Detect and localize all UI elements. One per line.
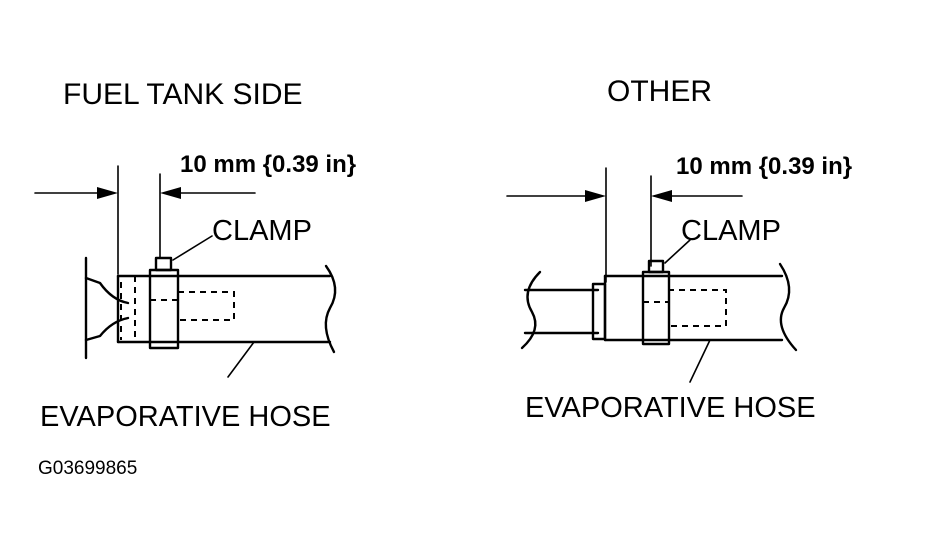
fuel-tank-side-title: FUEL TANK SIDE — [63, 78, 303, 111]
other-dimension: 10 mm {0.39 in} — [506, 153, 852, 283]
fuel-tank-side-dimension: 10 mm {0.39 in} — [34, 151, 356, 275]
hidden-pipe-inside-hose — [178, 291, 235, 321]
pipe-bead — [591, 282, 607, 341]
other-hose-label: EVAPORATIVE HOSE — [525, 392, 816, 424]
other-hose — [603, 262, 798, 352]
other-clamp-label: CLAMP — [681, 215, 781, 247]
clamp-band — [641, 270, 671, 346]
fitting-flare-top — [84, 276, 130, 305]
dimension-arrow-right — [651, 190, 672, 202]
fuel-tank-side-clamp: CLAMP — [148, 215, 312, 350]
hose-break-line — [778, 262, 798, 352]
dimension-arrow-left — [585, 190, 606, 202]
clamp-tab — [647, 259, 665, 274]
clamp-tab — [154, 256, 173, 272]
figure-code: G03699865 — [38, 458, 137, 479]
fuel-tank-side-hose — [116, 264, 337, 354]
fitting-flare-bottom — [84, 316, 130, 342]
hose-leader-line — [227, 341, 255, 378]
hose-break-line — [324, 264, 337, 354]
other-panel: OTHER 10 mm {0.39 in} — [506, 75, 852, 424]
dimension-arrow-right — [160, 187, 181, 199]
clamp-band — [148, 268, 180, 350]
hose-leader-line — [689, 339, 711, 383]
fuel-tank-side-clamp-label: CLAMP — [212, 215, 312, 247]
fuel-tank-side-panel: FUEL TANK SIDE 10 mm {0.39 in} — [34, 78, 356, 433]
clamp-leader-line — [172, 235, 213, 261]
pipe-break-line — [520, 270, 542, 350]
fuel-tank-side-hose-label: EVAPORATIVE HOSE — [40, 401, 331, 433]
other-pipe — [520, 270, 607, 350]
fuel-tank-fitting — [84, 256, 136, 360]
hidden-pipe-inside-hose — [668, 289, 727, 327]
dimension-arrow-left — [97, 187, 118, 199]
clamp-leader-line — [664, 239, 691, 264]
other-dimension-label: 10 mm {0.39 in} — [676, 153, 852, 180]
fuel-tank-side-dimension-label: 10 mm {0.39 in} — [180, 151, 356, 178]
other-clamp: CLAMP — [641, 215, 781, 346]
other-title: OTHER — [607, 75, 712, 108]
